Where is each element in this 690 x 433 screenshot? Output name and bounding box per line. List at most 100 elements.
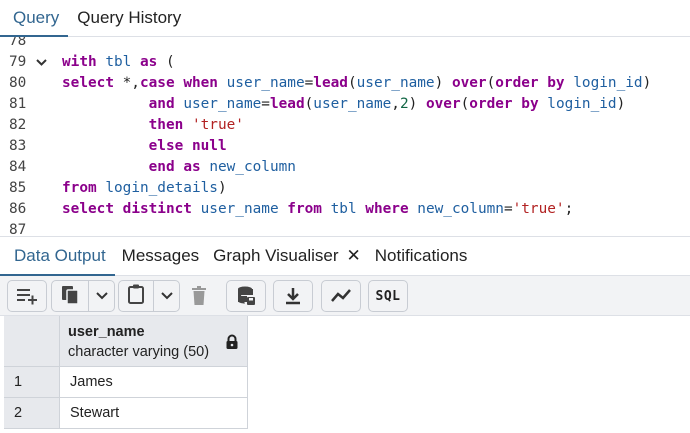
code-text: end as new_column [62,157,296,178]
code-text: select *,case when user_name=lead(user_n… [62,73,651,94]
code-token: when [183,75,218,91]
code-token: ( [486,75,496,91]
code-token: ) [217,180,227,196]
line-number: 80 [9,75,27,91]
code-text: select distinct user_name from tbl where… [62,199,573,220]
graph-icon [330,288,352,304]
code-token: ) [408,96,426,112]
code-token [62,159,149,175]
row-number[interactable]: 2 [4,398,60,429]
chevron-down-icon [160,287,173,305]
code-token: end [148,159,175,175]
table-cell[interactable]: James [60,367,248,398]
code-token: ( [157,54,175,70]
code-token: ) [434,75,452,91]
code-token: user_name [226,75,305,91]
line-number: 82 [9,117,27,133]
tab-graph-visualiser-label: Graph Visualiser [213,246,339,265]
code-token: ) [642,75,652,91]
copy-options-button[interactable] [88,281,114,311]
code-line: 80 select *,case when user_name=lead(user… [0,73,690,94]
code-token [183,117,192,133]
line-number: 87 [9,222,27,236]
code-token: user_name [313,96,392,112]
fold-chevron-icon[interactable] [36,52,47,73]
code-token [565,75,574,91]
code-token [62,117,149,133]
code-token: 'true' [191,117,244,133]
code-token: else [148,138,184,154]
code-token [539,75,548,91]
code-token: = [261,96,270,112]
lock-icon [225,334,239,355]
paste-button[interactable] [119,281,153,311]
code-token [357,201,366,217]
code-token: and [148,96,175,112]
line-number: 81 [9,96,27,112]
code-token: select [62,201,114,217]
code-line: 86 select distinct user_name from tbl whe… [0,199,690,220]
code-token: 2 [399,96,409,112]
tab-query-history[interactable]: Query History [77,8,182,27]
code-token: as [183,159,201,175]
code-token [62,96,149,112]
tab-notifications[interactable]: Notifications [374,246,468,265]
tab-query[interactable]: Query [0,0,69,37]
sql-icon: SQL [375,288,401,304]
tab-data-output[interactable]: Data Output [0,237,115,276]
delete-button[interactable] [182,280,216,312]
line-number: 83 [9,138,27,154]
row-number[interactable]: 1 [4,367,60,398]
code-token: by [521,96,539,112]
column-header-user-name[interactable]: user_name character varying (50) [60,316,248,367]
code-token: ( [347,75,357,91]
tab-graph-visualiser[interactable]: Graph Visualiser ✕ [206,237,368,276]
download-button[interactable] [273,280,313,312]
code-token: select [62,75,114,91]
download-icon [284,286,302,306]
line-number: 86 [9,201,27,217]
code-token: where [365,201,409,217]
code-token: case [139,75,175,91]
grid-corner[interactable] [4,316,60,367]
code-token: order [495,75,539,91]
code-token [539,96,548,112]
code-token: 'true' [512,201,565,217]
code-token [201,159,210,175]
graph-button[interactable] [321,280,361,312]
code-token: user_name [356,75,435,91]
code-token: by [547,75,565,91]
save-data-button[interactable] [226,280,266,312]
code-token: user_name [200,201,279,217]
tab-messages[interactable]: Messages [121,246,200,265]
code-token [513,96,522,112]
code-text: else null [62,136,227,157]
code-token [175,159,184,175]
line-number: 85 [9,180,27,196]
code-token: lead [313,75,348,91]
close-icon[interactable]: ✕ [346,246,361,265]
paste-options-button[interactable] [153,281,179,311]
column-name: user_name [68,324,145,340]
code-token [131,54,140,70]
delete-icon [191,286,207,306]
code-token: tbl [105,54,132,70]
query-tab-bar: Query Query History [0,0,690,37]
sql-button[interactable]: SQL [368,280,408,312]
code-token: order [469,96,513,112]
code-token: login_id [547,96,617,112]
code-token [279,201,288,217]
code-token [322,201,331,217]
add-row-button[interactable] [7,280,47,312]
table-cell[interactable]: Stewart [60,398,248,429]
code-token: over [425,96,461,112]
add-row-icon [15,286,39,306]
code-line: 87 [0,220,690,236]
data-output-toolbar: SQL [0,276,690,316]
copy-button[interactable] [52,281,88,311]
code-token: lead [269,96,305,112]
code-token: then [148,117,184,133]
code-token: null [191,138,227,154]
